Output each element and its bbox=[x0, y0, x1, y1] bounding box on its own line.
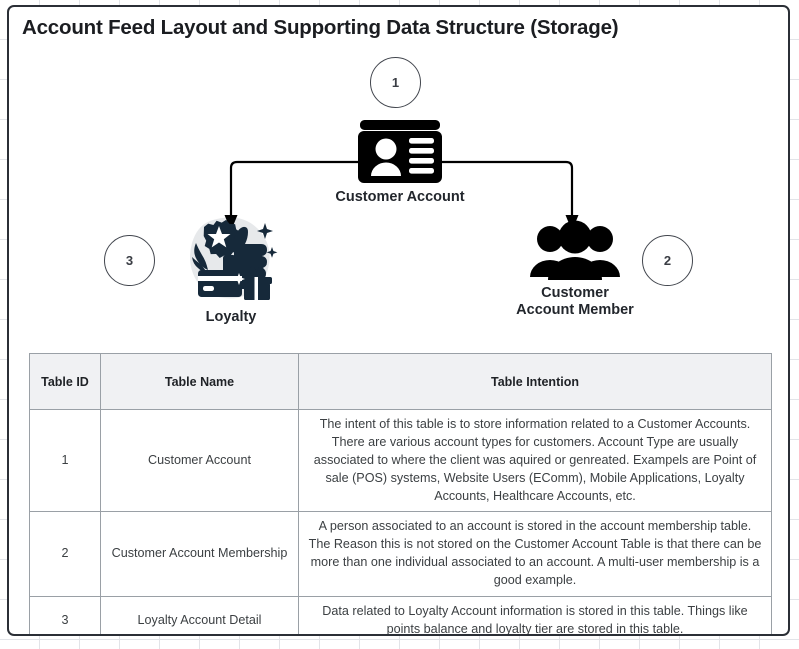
table-row: 1 Customer Account The intent of this ta… bbox=[29, 408, 772, 513]
cell-table-name: Customer Account Membership bbox=[100, 511, 299, 597]
badge-1: 1 bbox=[370, 57, 421, 108]
node-loyalty[interactable]: Loyalty bbox=[169, 213, 293, 326]
table-row: 2 Customer Account Membership A person a… bbox=[29, 511, 772, 597]
table-header-row: Table ID Table Name Table Intention bbox=[29, 353, 772, 410]
node-loyalty-label: Loyalty bbox=[205, 309, 257, 325]
column-header-table-id: Table ID bbox=[29, 353, 101, 410]
id-card-icon bbox=[314, 119, 486, 185]
cell-table-id: 2 bbox=[29, 511, 101, 597]
cell-table-intention: Data related to Loyalty Account informat… bbox=[298, 595, 772, 634]
cell-table-name: Customer Account bbox=[100, 408, 299, 513]
node-customer-account-member-label: Customer Account Member bbox=[516, 285, 634, 318]
page-title: Account Feed Layout and Supporting Data … bbox=[22, 16, 619, 39]
diagram-area: 1 3 2 Customer Account bbox=[9, 7, 788, 352]
column-header-table-intention: Table Intention bbox=[298, 353, 772, 410]
node-customer-account-member[interactable]: Customer Account Member bbox=[503, 219, 647, 319]
table-row: 3 Loyalty Account Detail Data related to… bbox=[29, 595, 772, 634]
node-customer-account[interactable]: Customer Account bbox=[314, 119, 486, 206]
node-customer-account-label: Customer Account bbox=[335, 189, 465, 205]
cell-table-name: Loyalty Account Detail bbox=[100, 595, 299, 634]
cell-table-id: 3 bbox=[29, 595, 101, 634]
cell-table-intention: A person associated to an account is sto… bbox=[298, 511, 772, 597]
badge-3: 3 bbox=[104, 235, 155, 286]
cell-table-intention: The intent of this table is to store inf… bbox=[298, 408, 772, 513]
column-header-table-name: Table Name bbox=[100, 353, 299, 410]
diagram-card: Account Feed Layout and Supporting Data … bbox=[7, 5, 790, 636]
cell-table-id: 1 bbox=[29, 408, 101, 513]
loyalty-rewards-icon bbox=[169, 213, 293, 305]
table-reference: Table ID Table Name Table Intention 1 Cu… bbox=[29, 353, 772, 634]
badge-2: 2 bbox=[642, 235, 693, 286]
people-group-icon bbox=[503, 219, 647, 281]
